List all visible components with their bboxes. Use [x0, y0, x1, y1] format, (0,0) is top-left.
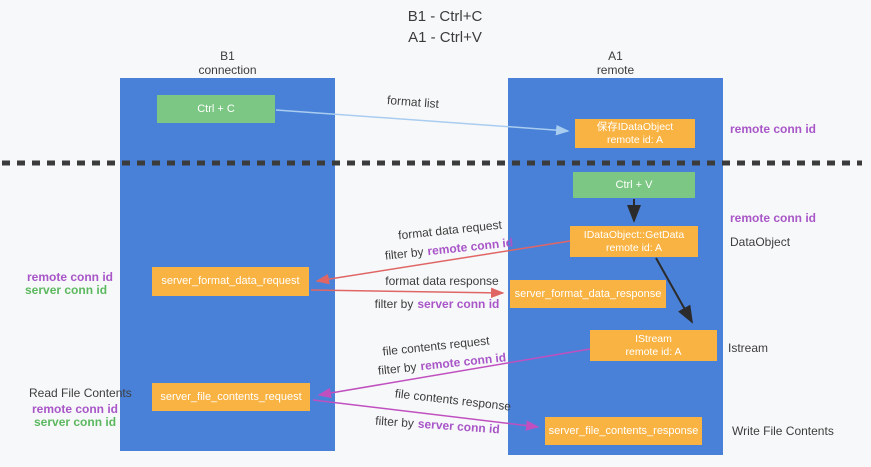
- node-ctrl-v-label: Ctrl + V: [615, 178, 653, 191]
- node-ctrl-v: Ctrl + V: [573, 172, 695, 198]
- edge-label-format-data-response: format data response: [385, 274, 499, 288]
- right-label-write-file-contents: Write File Contents: [732, 424, 834, 438]
- node-istream: IStream remote id: A: [590, 330, 717, 361]
- node-ctrl-c: Ctrl + C: [157, 95, 275, 123]
- left-column-header: B1 connection: [120, 49, 335, 77]
- left-column-name: B1: [220, 49, 235, 63]
- node-file-response-label: server_file_contents_response: [548, 424, 699, 437]
- node-format-response-label: server_format_data_response: [514, 287, 662, 300]
- filter-by-text: filter by: [374, 297, 414, 311]
- right-column-header: A1 remote: [508, 49, 723, 77]
- left-column-role: connection: [198, 63, 257, 77]
- left-label-server-conn-id-2: server conn id: [34, 415, 117, 429]
- right-label-remote-conn-id-2: remote conn id: [730, 211, 817, 225]
- node-server-format-data-request: server_format_data_request: [152, 267, 309, 296]
- filter-by-text: filter by: [374, 413, 415, 431]
- arrow-getdata-to-istream: [655, 257, 693, 324]
- node-server-file-contents-response: server_file_contents_response: [545, 417, 702, 445]
- left-label-remote-conn-id-2: remote conn id: [32, 402, 119, 416]
- server-conn-id-text: server conn id: [417, 297, 500, 311]
- node-getdata-line2: remote id: A: [605, 241, 663, 254]
- node-format-request-label: server_format_data_request: [161, 275, 300, 287]
- title-line-2: A1 - Ctrl+V: [408, 29, 482, 46]
- node-save-idataobject-line2: remote id: A: [606, 133, 664, 146]
- node-istream-line2: remote id: A: [625, 345, 682, 358]
- arrow-format-list: [275, 109, 570, 136]
- diagram-title: B1 - Ctrl+C A1 - Ctrl+V: [280, 6, 610, 48]
- node-save-idataobject-line1: 保存IDataObject: [596, 120, 674, 133]
- node-save-idataobject: 保存IDataObject remote id: A: [575, 119, 695, 148]
- node-server-format-data-response: server_format_data_response: [510, 280, 666, 308]
- node-file-request-label: server_file_contents_request: [160, 390, 302, 403]
- left-label-read-file-contents: Read File Contents: [29, 386, 132, 400]
- arrow-file-contents-request: [317, 348, 591, 399]
- arrow-format-data-response: [310, 287, 505, 299]
- title-line-1: B1 - Ctrl+C: [407, 8, 483, 25]
- right-column-name: A1: [608, 49, 623, 63]
- node-idataobject-getdata: IDataObject::GetData remote id: A: [570, 226, 698, 257]
- node-server-file-contents-request: server_file_contents_request: [152, 383, 310, 411]
- left-label-server-conn-id-1: server conn id: [25, 283, 108, 297]
- node-getdata-line1: IDataObject::GetData: [583, 228, 685, 241]
- arrow-file-contents-response: [312, 399, 540, 431]
- right-label-dataobject: DataObject: [730, 235, 791, 249]
- node-ctrl-c-label: Ctrl + C: [197, 102, 235, 115]
- left-label-remote-conn-id-1: remote conn id: [27, 270, 114, 284]
- node-istream-line1: IStream: [635, 332, 672, 345]
- right-column-role: remote: [596, 63, 635, 77]
- right-label-istream: Istream: [728, 341, 769, 355]
- right-label-remote-conn-id-1: remote conn id: [730, 122, 817, 136]
- arrow-format-data-request: [315, 240, 571, 285]
